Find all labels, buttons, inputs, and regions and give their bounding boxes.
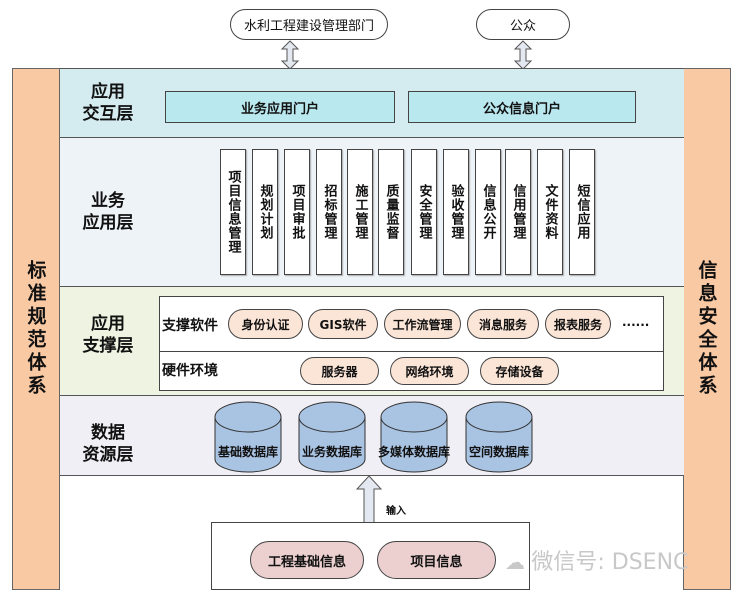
- module: 招标管理: [316, 149, 342, 275]
- actor-public: 公众: [476, 9, 570, 40]
- hardware-chip: 存储设备: [480, 357, 559, 385]
- module: 项目审批: [284, 149, 310, 275]
- software-chip: 身份认证: [228, 309, 303, 339]
- input-box: 工程基础信息 项目信息: [211, 522, 530, 590]
- module: 规划计划: [252, 149, 278, 275]
- support-layer: 应用支撑层 支撑软件 身份认证 GIS软件 工作流管理 消息服务 报表服务 ..…: [60, 286, 684, 396]
- database-icon: 空间数据库: [465, 401, 533, 473]
- input-label: 输入: [386, 506, 406, 517]
- security-system: 信息安全体系: [683, 68, 731, 590]
- hardware-chip: 网络环境: [390, 357, 469, 385]
- software-chip: GIS软件: [308, 309, 378, 339]
- business-portal: 业务应用门户: [165, 91, 395, 123]
- module: 信息公开: [475, 149, 501, 275]
- layer-title: 应用支撑层: [82, 314, 134, 356]
- module: 验收管理: [443, 149, 469, 275]
- data-layer: 数据资源层 基础数据库 业务数据库 多媒体数据库 空间数据库: [60, 395, 684, 476]
- input-chip: 项目信息: [377, 541, 496, 579]
- actor-management-dept: 水利工程建设管理部门: [230, 9, 388, 40]
- database-icon: 业务数据库: [298, 401, 366, 473]
- module: 施工管理: [347, 149, 373, 275]
- software-chip: 报表服务: [545, 309, 611, 339]
- database-label: 多媒体数据库: [377, 445, 450, 459]
- input-chip: 工程基础信息: [250, 541, 364, 579]
- public-portal: 公众信息门户: [408, 91, 636, 123]
- software-chip: 工作流管理: [384, 309, 461, 339]
- layer-title: 业务应用层: [82, 191, 134, 233]
- software-label: 支撑软件: [162, 318, 218, 334]
- module: 安全管理: [411, 149, 437, 275]
- database-label: 基础数据库: [217, 445, 278, 459]
- module: 质量监督: [378, 149, 404, 275]
- watermark: ☁ 微信号: DSENC: [505, 550, 689, 575]
- interaction-layer: 应用交互层 业务应用门户 公众信息门户: [60, 68, 684, 138]
- double-arrow-icon: [513, 40, 533, 70]
- layer-title: 应用交互层: [82, 82, 134, 124]
- software-box: 支撑软件 身份认证 GIS软件 工作流管理 消息服务 报表服务 ......: [159, 296, 664, 352]
- hardware-label: 硬件环境: [162, 363, 218, 379]
- database-label: 空间数据库: [468, 445, 529, 459]
- up-arrow-icon: [356, 475, 382, 524]
- business-layer: 业务应用层 项目信息管理 规划计划 项目审批 招标管理 施工管理 质量监督 安全…: [60, 137, 684, 287]
- module: 信用管理: [505, 149, 531, 275]
- wechat-icon: ☁: [505, 550, 532, 574]
- double-arrow-icon: [280, 40, 300, 70]
- database-icon: 基础数据库: [214, 401, 282, 473]
- module: 文件资料: [537, 149, 563, 275]
- standards-system: 标准规范体系: [12, 68, 60, 590]
- database-icon: 多媒体数据库: [378, 401, 450, 473]
- hardware-chip: 服务器: [300, 357, 379, 385]
- more-ellipsis: ......: [622, 315, 650, 329]
- module: 短信应用: [569, 149, 595, 275]
- hardware-box: 硬件环境 服务器 网络环境 存储设备: [159, 351, 664, 391]
- software-chip: 消息服务: [467, 309, 539, 339]
- module: 项目信息管理: [220, 149, 246, 275]
- layer-title: 数据资源层: [82, 423, 134, 465]
- database-label: 业务数据库: [301, 445, 362, 459]
